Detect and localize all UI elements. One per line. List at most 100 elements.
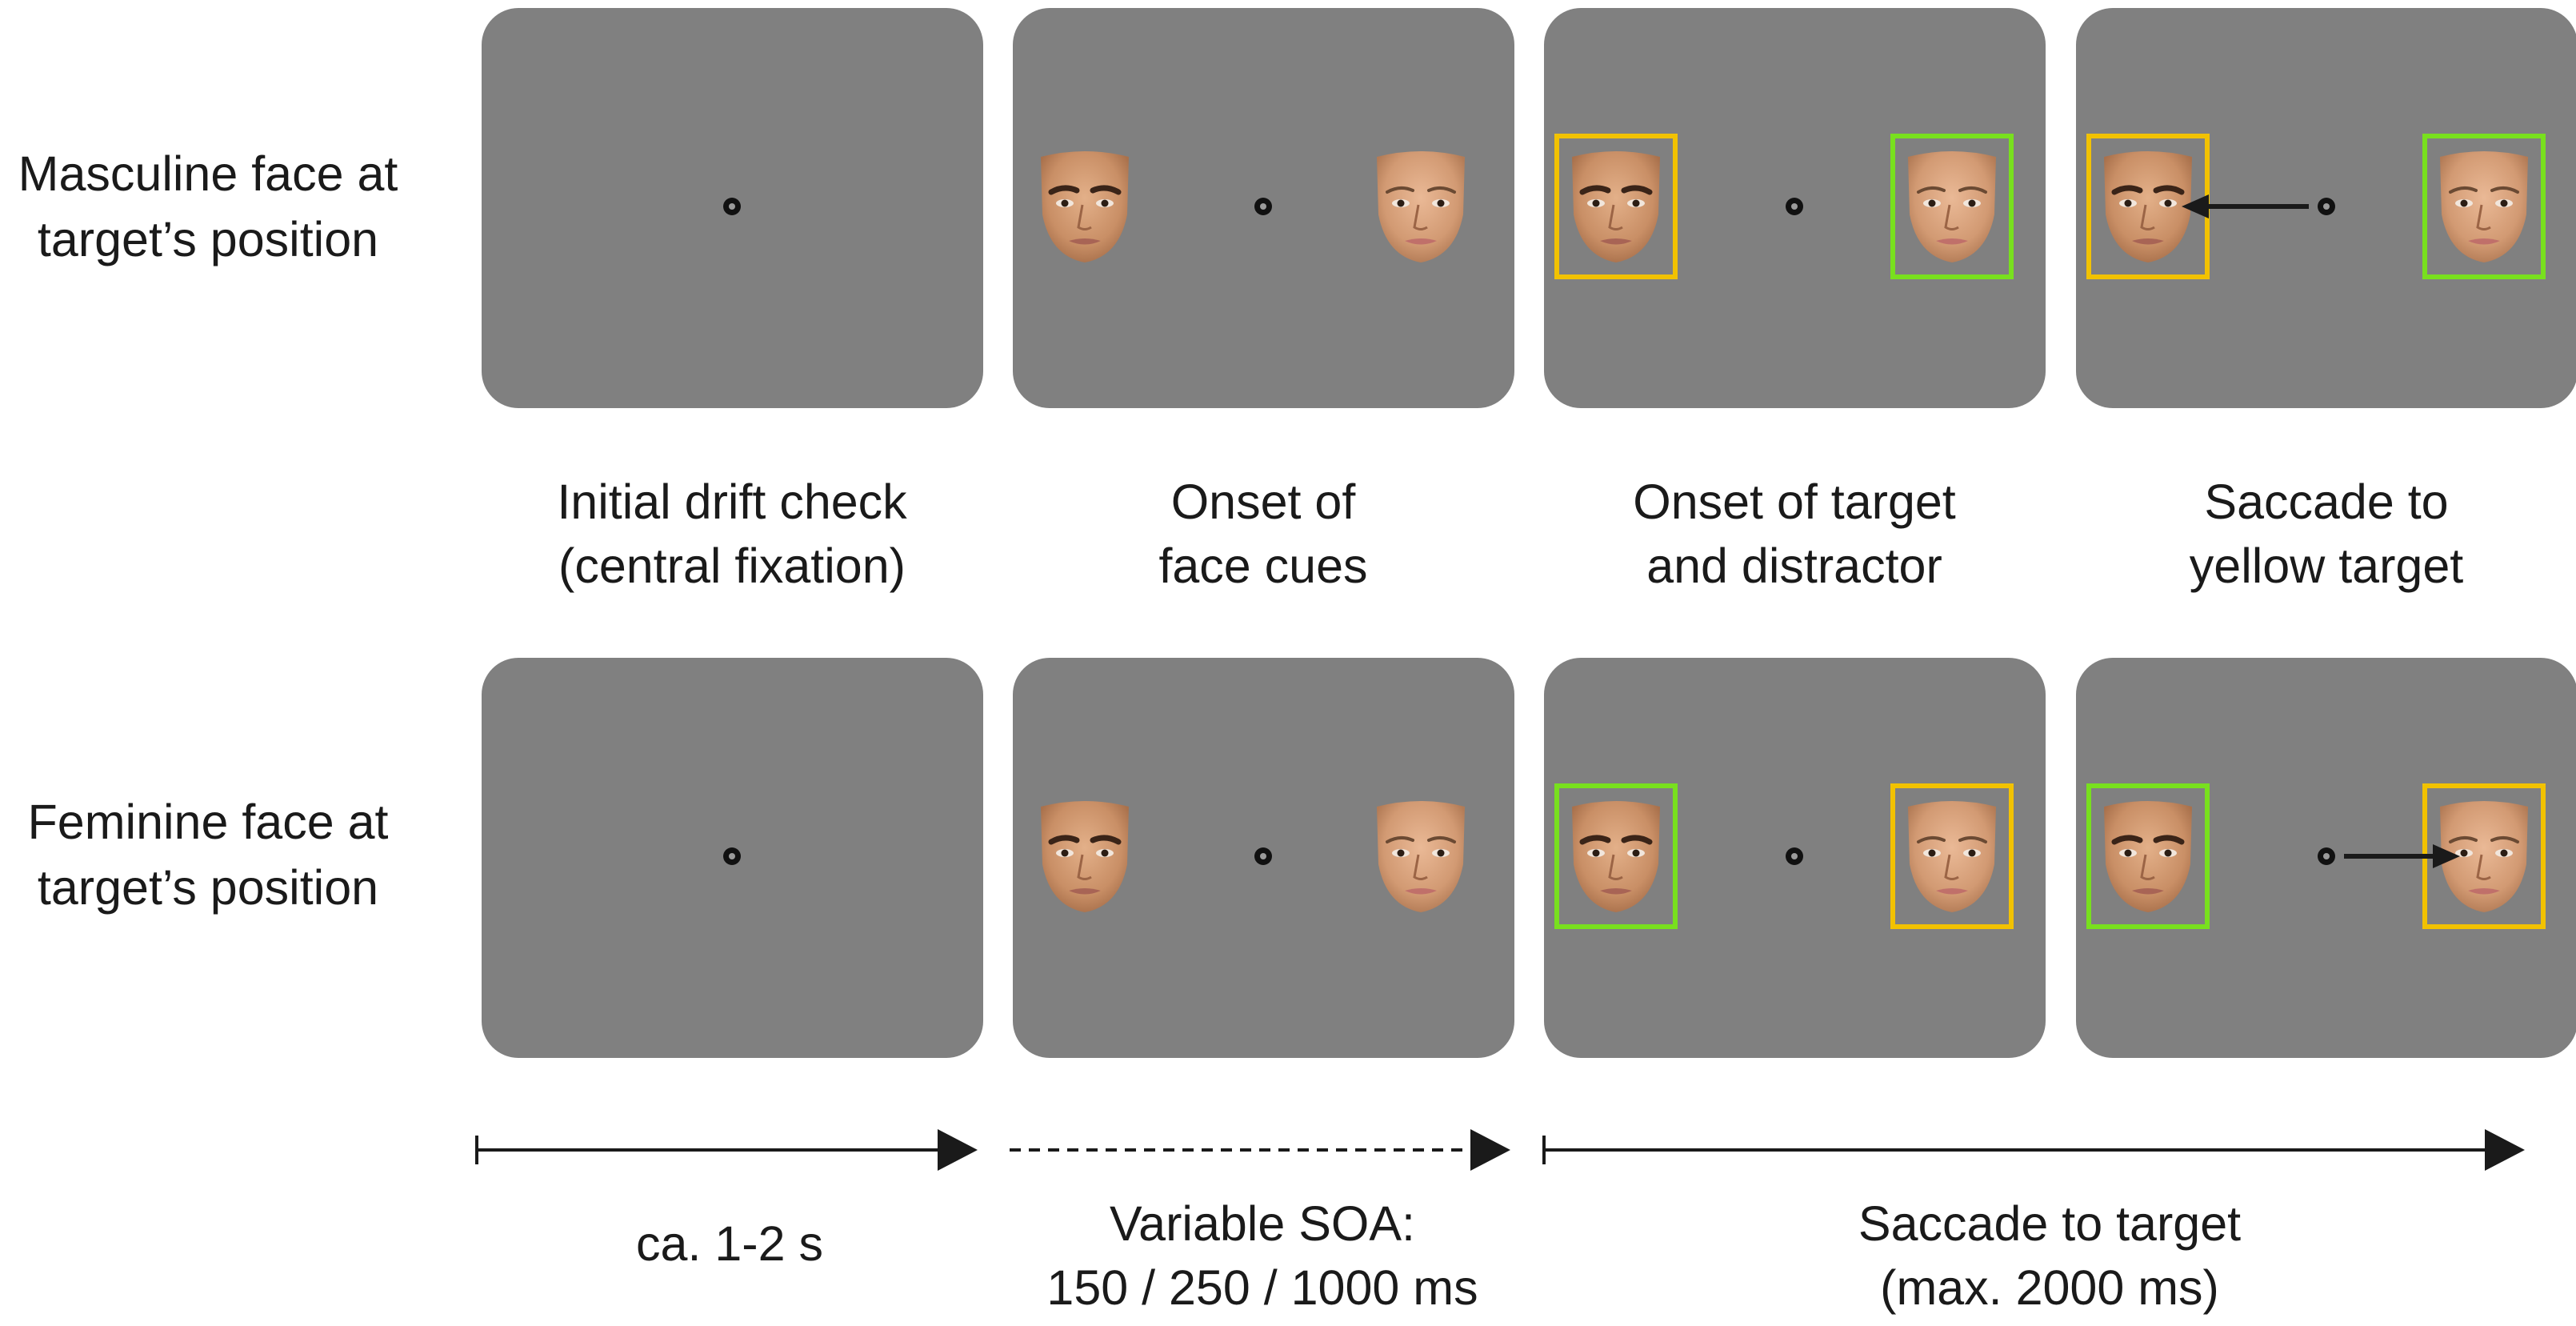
stage-caption-1-line-2: (central fixation) — [558, 539, 906, 593]
masculine-face-right-pupil — [1632, 849, 1640, 857]
feminine-face-nose — [1413, 854, 1428, 880]
masculine-face-left-pupil — [1061, 849, 1069, 857]
masculine-face-right-pupil — [1632, 199, 1640, 207]
masculine-face-skin — [2104, 801, 2192, 912]
masculine-face-right-brow — [1621, 185, 1653, 195]
fixation-dot-center — [729, 203, 735, 210]
row-label-1-line-2: target’s position — [38, 212, 378, 266]
fixation-dot-center — [729, 853, 735, 859]
masculine-face-left-brow — [1048, 185, 1080, 195]
feminine-face-mouth — [1405, 238, 1437, 245]
stage-caption-3-line-2: and distractor — [1646, 539, 1942, 593]
feminine-face-left-brow — [1386, 186, 1414, 194]
timeline-label-1-line-1: ca. 1-2 s — [636, 1216, 823, 1271]
masculine-face-mouth — [2132, 888, 2164, 895]
masculine-face — [2104, 801, 2192, 912]
masculine-face-right-pupil — [1101, 849, 1109, 857]
feminine-face-skin — [2440, 801, 2528, 912]
masculine-face-skin — [1572, 801, 1660, 912]
timeline-segment-1 — [475, 1129, 978, 1171]
masculine-face-mouth — [1069, 238, 1101, 245]
masculine-face-skin — [2104, 151, 2192, 262]
feminine-face — [2440, 801, 2528, 912]
masculine-face-right-pupil — [2164, 849, 2172, 857]
timeline-label-3-line-2: (max. 2000 ms) — [1880, 1260, 2219, 1315]
feminine-face-right-pupil — [2500, 199, 2508, 207]
feminine-face-left-pupil — [1928, 849, 1936, 857]
feminine-face-mouth — [2468, 888, 2500, 895]
distractor-box — [2422, 134, 2546, 279]
masculine-face-nose — [1077, 854, 1092, 880]
masculine-face-left-pupil — [1061, 199, 1069, 207]
timeline-arrow-head — [938, 1129, 978, 1171]
stage-caption-4-line-1: Saccade to — [2204, 475, 2448, 529]
feminine-face-right-brow — [1958, 836, 1987, 843]
feminine-face-left-pupil — [1397, 199, 1405, 207]
masculine-face-left-pupil — [2124, 199, 2132, 207]
feminine-face-right-pupil — [1968, 199, 1976, 207]
feminine-face-left-pupil — [1397, 849, 1405, 857]
distractor-box — [2086, 783, 2210, 929]
feminine-face-left-brow — [1386, 836, 1414, 843]
masculine-face-left-brow — [2111, 185, 2143, 195]
screen-row1-stage3 — [1544, 8, 2046, 408]
feminine-face — [2440, 151, 2528, 262]
masculine-face-left-brow — [1579, 835, 1611, 845]
masculine-face — [1572, 801, 1660, 912]
fixation-dot-center — [2323, 203, 2330, 210]
stage-caption-3-line-1: Onset of target — [1633, 475, 1956, 529]
stage-caption-1-line-1: Initial drift check — [557, 475, 907, 529]
distractor-box — [1554, 783, 1678, 929]
masculine-face — [1572, 151, 1660, 262]
masculine-face-left-pupil — [1592, 199, 1600, 207]
timeline-label-3-line-1: Saccade to target — [1858, 1196, 2241, 1251]
masculine-face-left-brow — [1579, 185, 1611, 195]
feminine-face-right-brow — [1427, 186, 1456, 194]
fixation-dot-center — [1791, 203, 1798, 210]
fixation-dot-center — [1260, 203, 1266, 210]
masculine-face-mouth — [2132, 238, 2164, 245]
masculine-face — [1041, 801, 1129, 912]
feminine-face-right-pupil — [1968, 849, 1976, 857]
feminine-face-nose — [1944, 204, 1959, 230]
fixation-dot-center — [1260, 853, 1266, 859]
masculine-face — [2104, 151, 2192, 262]
masculine-face-skin — [1041, 151, 1129, 262]
feminine-face-right-brow — [1427, 836, 1456, 843]
feminine-face-left-brow — [2449, 836, 2478, 843]
feminine-face-left-pupil — [2460, 849, 2468, 857]
masculine-face-right-brow — [2153, 835, 2185, 845]
feminine-face-mouth — [1405, 888, 1437, 895]
screen-row2-stage4 — [2076, 658, 2576, 1058]
screen-row1-stage1 — [482, 8, 983, 408]
feminine-face-skin — [1908, 801, 1996, 912]
screen-row2-stage1 — [482, 658, 983, 1058]
feminine-face-nose — [1944, 854, 1959, 880]
timeline-segment-2 — [1010, 1129, 1510, 1171]
feminine-face-mouth — [1936, 238, 1968, 245]
feminine-face-left-pupil — [1928, 199, 1936, 207]
masculine-face-left-brow — [1048, 835, 1080, 845]
feminine-face-left-brow — [2449, 186, 2478, 194]
masculine-face-mouth — [1069, 888, 1101, 895]
masculine-face-left-brow — [2111, 835, 2143, 845]
target-box — [1554, 134, 1678, 279]
screen-row1-stage2 — [1013, 8, 1514, 408]
saccade-arrow-head — [2182, 194, 2209, 218]
masculine-face-skin — [1572, 151, 1660, 262]
feminine-face-right-pupil — [2500, 849, 2508, 857]
feminine-face-skin — [1908, 151, 1996, 262]
feminine-face-right-brow — [2490, 836, 2519, 843]
masculine-face-mouth — [1600, 238, 1632, 245]
fixation-dot-center — [2323, 853, 2330, 859]
screen-row2-stage3 — [1544, 658, 2046, 1058]
feminine-face-nose — [2476, 854, 2491, 880]
feminine-face — [1908, 151, 1996, 262]
masculine-face-left-pupil — [1592, 849, 1600, 857]
masculine-face-nose — [2140, 854, 2155, 880]
screen-row1-stage4 — [2076, 8, 2576, 408]
feminine-face-left-brow — [1917, 836, 1946, 843]
timeline-arrow-head — [2485, 1129, 2525, 1171]
masculine-face-nose — [1608, 854, 1623, 880]
